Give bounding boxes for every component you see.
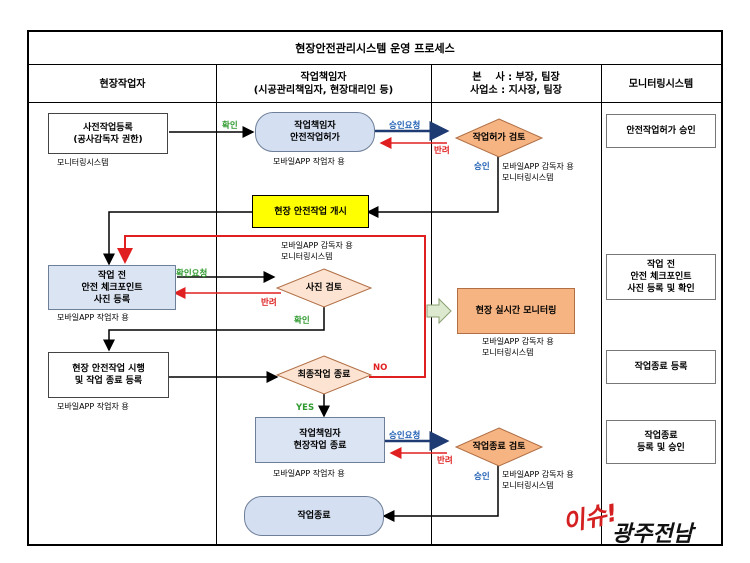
label-no: NO [373,363,388,373]
diagram-frame: 현장안전관리시스템 운영 프로세스 현장작업자 작업책임자 (시공관리책임자, … [27,30,723,546]
monitor-permit-approval: 안전작업허가 승인 [606,114,716,148]
label-confirm-1: 확인 [222,121,238,131]
hollow-arrow-icon [426,297,452,325]
monitor-m2-l2: 안전 체크포인트 [630,272,692,282]
permit-review-label: 작업허가 검토 [457,130,541,146]
note-app-supervisor-2: 모바일APP 감독자 용 [502,162,574,171]
header-divider [29,102,721,103]
pre-register-l1: 사전작업등록 [83,122,133,133]
end-review-text: 작업종료 검토 [472,442,526,452]
final-end-text: 최종작업 종료 [297,370,351,380]
header-col3-line2: 사업소 : 지사장, 팀장 [470,85,562,96]
header-col1: 현장작업자 [99,78,146,90]
note-app-worker-4: 모바일APP 작업자 용 [273,469,345,478]
label-approve-2: 승인 [474,472,490,482]
note-app-worker-3: 모바일APP 작업자 용 [273,157,345,166]
permit-l2: 안전작업허가 [290,133,340,143]
label-approval-request-1: 승인요청 [389,121,421,131]
monitor-end-register: 작업종료 등록 [606,350,716,384]
arrow-approve-2 [382,456,499,522]
lane-divider-1 [216,65,217,544]
arrow-confirm-photo [103,304,325,352]
diamond-end-review [454,427,544,467]
arrow-to-checkpoint [103,211,252,266]
note-monitor-4: 모니터링시스템 [482,348,534,357]
label-approval-request-2: 승인요청 [389,431,421,441]
monitor-m2-l3: 사진 등록 및 확인 [627,284,695,294]
monitor-m3: 작업종료 등록 [634,362,688,372]
photo-review-text: 사진 검토 [305,283,343,293]
leader-end-l1: 작업책임자 [299,429,341,439]
label-confirm-request: 확인요청 [176,269,208,279]
monitor-m4-l2: 등록 및 승인 [637,443,685,453]
monitor-m2-l1: 작업 전 [647,260,675,270]
label-confirm-photo: 확인 [294,316,310,326]
note-monitor-3: 모니터링시스템 [502,173,554,182]
box-realtime: 현장 실시간 모니터링 [457,288,575,334]
monitor-end-approval: 작업종료 등록 및 승인 [606,420,716,464]
header-col2-line2: (시공관리책임자, 현장대리인 등) [253,85,394,96]
box-checkpoint: 작업 전 안전 체크포인트 사진 등록 [48,265,176,310]
photo-review-label: 사진 검토 [284,280,364,296]
header-monitoring: 모니터링시스템 [601,65,721,103]
note-app-supervisor-1: 모바일APP 감독자 용 [281,241,353,250]
box-perform: 현장 안전작업 시행 및 작업 종료 등록 [48,352,169,398]
perform-l1: 현장 안전작업 시행 [72,364,145,374]
header-col2-line1: 작업책임자 [300,72,347,83]
header-work-leader: 작업책임자 (시공관리책임자, 현장대리인 등) [216,65,431,103]
pre-register-l2: (공사감독자 권한) [73,134,143,145]
box-permit: 작업책임자 안전작업허가 [255,112,375,152]
arrow-no-loop [117,235,426,378]
realtime-label: 현장 실시간 모니터링 [475,306,557,316]
note-monitor-2: 모니터링시스템 [281,252,333,261]
box-pre-register: 사전작업등록 (공사감독자 권한) [48,113,168,154]
monitor-checkpoint: 작업 전 안전 체크포인트 사진 등록 및 확인 [606,254,716,300]
checkpoint-l2: 안전 체크포인트 [81,282,143,293]
diamond-photo-review [275,268,373,308]
start-label: 현장 안전작업 개시 [274,206,347,217]
checkpoint-l3: 사진 등록 [93,294,131,305]
permit-l1: 작업책임자 [294,121,336,131]
monitor-m4-l1: 작업종료 [644,431,678,441]
header-col3-line1: 본 사 : 부장, 팀장 [472,72,560,83]
permit-review-text: 작업허가 검토 [472,133,526,143]
finish-label: 작업종료 [297,511,331,521]
flow-connectors [103,118,544,522]
diamond-final-end [275,355,373,395]
watermark-region: 광주전남 [612,522,693,547]
box-start: 현장 안전작업 개시 [252,195,369,228]
note-monitor-1: 모니터링시스템 [57,158,109,167]
monitor-m1: 안전작업허가 승인 [626,126,696,136]
header-field-worker: 현장작업자 [29,65,216,103]
box-finish: 작업종료 [244,496,384,536]
end-review-label: 작업종료 검토 [457,439,541,455]
box-leader-end: 작업책임자 현장작업 종료 [255,417,385,463]
label-reject-1: 반려 [434,146,450,156]
perform-l2: 및 작업 종료 등록 [74,376,143,386]
note-app-worker-2: 모바일APP 작업자 용 [57,402,129,411]
final-end-label: 최종작업 종료 [279,367,369,383]
note-app-supervisor-3: 모바일APP 감독자 용 [482,337,554,346]
leader-end-l2: 현장작업 종료 [293,441,347,451]
header-col4: 모니터링시스템 [628,78,694,90]
diamond-permit-review [454,118,544,158]
note-app-supervisor-4: 모바일APP 감독자 용 [502,470,574,479]
lane-divider-3 [601,65,602,544]
checkpoint-l1: 작업 전 [98,270,126,281]
note-app-worker-1: 모바일APP 작업자 용 [57,313,129,322]
header-hq-branch: 본 사 : 부장, 팀장 사업소 : 지사장, 팀장 [431,65,601,103]
diagram-title: 현장안전관리시스템 운영 프로세스 [29,32,721,65]
arrow-approve-1 [366,145,499,218]
label-reject-2: 반려 [437,456,453,466]
label-approve-1: 승인 [474,162,490,172]
note-monitor-5: 모니터링시스템 [502,481,554,490]
label-reject-photo: 반려 [261,298,277,308]
label-yes: YES [296,403,315,413]
